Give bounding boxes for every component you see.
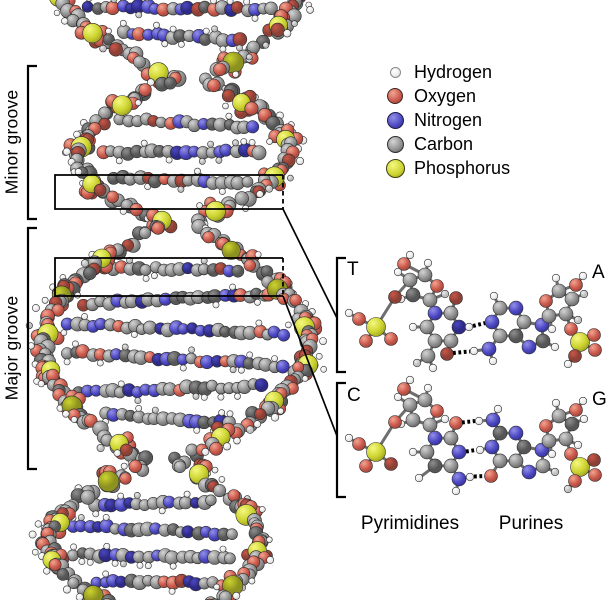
legend-item-label: Carbon (414, 133, 474, 154)
base-pair-highlight-box-2 (54, 257, 284, 297)
phosphorus-atom-icon (385, 158, 405, 178)
pyrimidines-label: Pyrimidines (360, 513, 460, 534)
guanine-label: G (592, 389, 607, 410)
adenine-label: A (592, 262, 605, 283)
thymine-label: T (347, 259, 359, 280)
nitrogen-atom-icon (385, 111, 405, 129)
hydrogen-atom-icon (385, 66, 405, 78)
major-groove-label: Major groove (1, 295, 22, 401)
callout-line-to-cg-pair (282, 295, 338, 437)
legend-item-hydrogen: Hydrogen (385, 60, 510, 84)
legend-item-oxygen: Oxygen (385, 84, 510, 108)
oxygen-atom-icon (385, 88, 405, 104)
carbon-atom-icon (385, 135, 405, 153)
minor-groove-bracket (26, 64, 37, 221)
thymine-adenine-base-pair-model (344, 250, 602, 373)
legend-item-label: Phosphorus (414, 157, 511, 178)
cytosine-label: C (347, 385, 361, 406)
legend-item-label: Oxygen (414, 85, 477, 106)
callout-line-to-ta-pair (282, 208, 338, 319)
purines-label: Purines (498, 513, 564, 534)
legend-item-phosphorus: Phosphorus (385, 156, 510, 180)
thymine-bracket (335, 256, 346, 374)
major-groove-bracket (26, 226, 37, 471)
legend-item-label: Hydrogen (414, 61, 493, 82)
base-pair-highlight-box-1 (54, 174, 284, 210)
helix-atoms (25, 0, 328, 600)
cytosine-guanine-base-pair-model (344, 375, 602, 496)
legend-item-carbon: Carbon (385, 132, 510, 156)
legend-item-label: Nitrogen (414, 109, 483, 130)
minor-groove-label: Minor groove (1, 89, 22, 195)
legend-item-nitrogen: Nitrogen (385, 108, 510, 132)
cytosine-bracket (335, 381, 346, 499)
